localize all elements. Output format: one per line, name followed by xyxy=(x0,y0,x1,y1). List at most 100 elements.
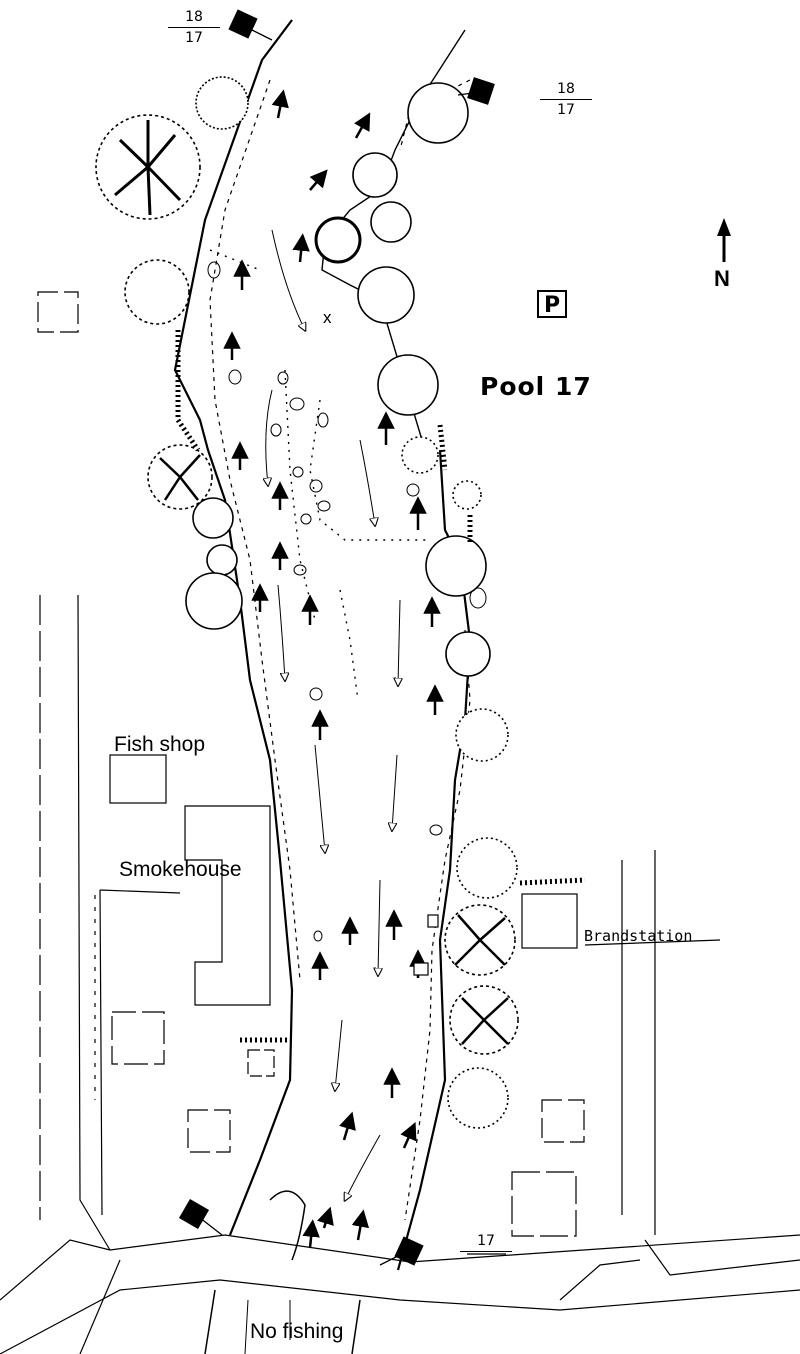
road-right-corner xyxy=(559,1259,641,1301)
current-arrows xyxy=(266,229,400,1200)
tree-icon xyxy=(314,216,362,264)
stone-icon xyxy=(228,369,242,385)
fish-arrow-icon xyxy=(302,1219,320,1249)
tree-icon xyxy=(407,82,469,144)
stone-icon xyxy=(406,483,420,497)
tree-icon xyxy=(195,76,249,130)
tree-icon xyxy=(377,354,439,416)
tail-outflow-right xyxy=(351,1299,361,1354)
fishing-spot-mark: x xyxy=(323,308,332,327)
stone-icon xyxy=(309,687,323,701)
road-left-branch xyxy=(99,889,181,894)
tree-icon xyxy=(447,1067,509,1129)
road-left-vertical-2 xyxy=(77,594,111,1251)
current-arrow-icon xyxy=(266,389,272,485)
parking-icon: P xyxy=(537,290,567,318)
boundary-label-bottom-right: 17 xyxy=(456,1232,516,1253)
fish-arrow-icon xyxy=(351,1209,370,1241)
current-arrow-icon xyxy=(378,879,380,975)
boundary-label-top-left: 18 17 xyxy=(164,8,224,47)
tree-icon xyxy=(192,497,234,539)
current-seam-2 xyxy=(309,399,430,541)
roads xyxy=(0,594,800,1354)
tree-icon xyxy=(357,266,415,324)
current-arrow-icon xyxy=(359,439,375,525)
fish-arrow-icon xyxy=(292,233,310,263)
boundary-lower-number: 17 xyxy=(185,30,203,46)
tree-icon xyxy=(206,544,238,576)
fire-station-building xyxy=(521,893,578,949)
current-arrow-icon xyxy=(345,1134,381,1200)
tree-icon xyxy=(445,631,491,677)
north-label: N xyxy=(714,266,730,291)
road-right-branch xyxy=(584,939,721,946)
current-arrow-icon xyxy=(398,599,400,685)
road-left-vertical-3 xyxy=(99,889,103,1216)
house-2 xyxy=(111,1011,165,1065)
fish-shop-label: Fish shop xyxy=(114,733,206,756)
tree-icon xyxy=(425,535,487,597)
stone-icon xyxy=(207,261,221,279)
current-lines xyxy=(209,249,430,701)
tree-icon xyxy=(370,201,412,243)
stone-icon xyxy=(292,466,304,478)
stone-icon xyxy=(277,371,289,385)
island xyxy=(269,1190,306,1261)
small-box xyxy=(427,914,439,928)
stone-icon xyxy=(429,824,443,836)
fire-station-label: Brandstation xyxy=(584,927,693,945)
tree-icon xyxy=(124,259,190,325)
tail-outflow-left xyxy=(204,1289,216,1354)
current-seam-3 xyxy=(339,589,359,701)
current-arrow-icon xyxy=(277,584,285,680)
river-banks xyxy=(173,19,472,1354)
tree-icon xyxy=(456,837,518,899)
trees xyxy=(95,76,519,1129)
fish-shop-building xyxy=(109,754,167,804)
boundary-upper-number: 18 xyxy=(185,9,203,25)
house-4 xyxy=(247,1049,275,1077)
stone-icon xyxy=(309,479,323,493)
stones xyxy=(207,261,487,942)
current-seam-4 xyxy=(209,249,261,271)
smokehouse-label: Smokehouse xyxy=(119,858,242,881)
buildings xyxy=(37,291,585,1237)
west-bank xyxy=(173,19,294,1236)
small-box-2 xyxy=(413,962,429,976)
road-right-vertical-3 xyxy=(644,1239,800,1276)
north-arrow-icon xyxy=(717,218,731,262)
fish-arrow-icon xyxy=(400,1122,417,1149)
house-5 xyxy=(541,1099,585,1143)
stone-icon xyxy=(300,513,312,525)
boundary-upper-number: 18 xyxy=(557,81,575,97)
stone-icon xyxy=(289,397,305,411)
west-bank-path xyxy=(209,79,301,981)
fish-arrow-icon xyxy=(317,1206,334,1229)
house-1 xyxy=(37,291,79,333)
tail-outflow-mid-1 xyxy=(244,1299,249,1354)
stone-icon xyxy=(293,564,307,576)
fish-arrow-icon xyxy=(339,1111,356,1141)
tree-icon xyxy=(185,572,243,630)
stone-icon xyxy=(317,412,329,428)
boundary-lower-number: 17 xyxy=(557,102,575,118)
east-bank-path xyxy=(404,629,471,1221)
current-arrow-icon xyxy=(271,229,305,330)
tree-icon xyxy=(401,436,439,474)
smokehouse-building xyxy=(184,805,271,1006)
tree-icon xyxy=(452,480,482,510)
current-arrow-icon xyxy=(335,1019,343,1090)
road-bottom-lower xyxy=(0,1279,800,1354)
stone-icon xyxy=(469,587,487,609)
boundary-lower-number: 17 xyxy=(477,1233,495,1249)
stone-icon xyxy=(270,423,282,437)
boundary-label-top-right: 18 17 xyxy=(536,80,596,119)
current-seam-1 xyxy=(284,369,316,621)
fish-arrow-icon xyxy=(309,169,328,191)
house-3 xyxy=(187,1109,231,1153)
stone-icon xyxy=(317,500,331,512)
tree-icon xyxy=(352,152,398,198)
stone-icon xyxy=(313,930,323,942)
